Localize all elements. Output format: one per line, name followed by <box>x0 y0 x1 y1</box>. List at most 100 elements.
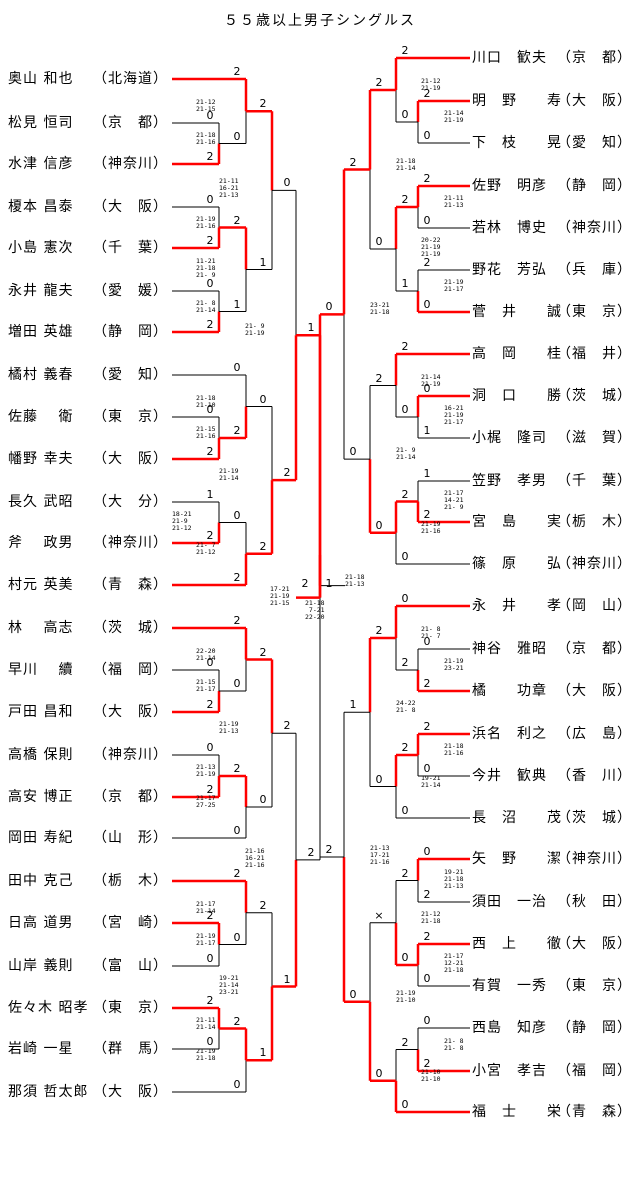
player-entry: 永 井 孝（岡 山） <box>472 597 632 615</box>
player-prefecture: （京 都） <box>93 115 168 131</box>
player-prefecture: （千 葉） <box>557 473 632 489</box>
match-score: 21-12 21-18 <box>421 909 441 925</box>
match-score: 21-12 21-15 <box>196 98 216 114</box>
player-prefecture: （広 島） <box>557 726 632 742</box>
match-result-bottom: 2 <box>423 677 431 690</box>
player-name: 林 高志 <box>8 620 74 636</box>
player-prefecture: （東 京） <box>93 409 168 425</box>
match-result-top: 2 <box>233 867 241 880</box>
player-prefecture: （富 山） <box>93 958 168 974</box>
match-result-top: 0 <box>401 592 409 605</box>
player-prefecture: （東 京） <box>557 304 632 320</box>
player-entry: 日高 道男（宮 崎） <box>8 914 168 932</box>
match-result-bottom: 0 <box>375 518 383 532</box>
player-name: 幡野 幸夫 <box>8 451 74 467</box>
match-result-top: 2 <box>259 645 267 659</box>
player-entry: 村元 英美（青 森） <box>8 576 168 594</box>
player-name: 戸田 昌和 <box>8 704 74 720</box>
player-entry: 長久 武昭（大 分） <box>8 493 168 511</box>
player-prefecture: （大 阪） <box>557 683 632 699</box>
player-name: 岩崎 一星 <box>8 1041 74 1057</box>
match-score: 21-18 21-13 <box>345 572 365 588</box>
player-prefecture: （大 阪） <box>93 451 168 467</box>
player-name: 日高 道男 <box>8 915 74 931</box>
player-entry: 若林 博史 （神奈川） <box>472 219 632 237</box>
match-score: 21-18 21-10 <box>196 393 216 409</box>
match-result-bottom: 0 <box>423 972 431 985</box>
player-name: 永 井 孝 <box>472 598 562 614</box>
player-entry: 浜名 利之（広 島） <box>472 725 632 743</box>
match-result-bottom: 2 <box>206 318 214 331</box>
match-result-bottom: 2 <box>233 424 241 437</box>
match-result-bottom: 0 <box>233 677 241 690</box>
match-result-bottom: 1 <box>259 255 267 269</box>
match-result-bottom: 0 <box>401 1098 409 1111</box>
match-score: 21-18 21-14 <box>396 156 416 172</box>
match-result-top: 2 <box>401 1035 409 1049</box>
player-entry: 篠 原 弘（神奈川） <box>472 555 632 573</box>
player-name: 小宮 孝吉 <box>472 1063 547 1079</box>
player-prefecture: （青 森） <box>557 1104 632 1120</box>
match-score: 21-11 21-13 <box>444 194 464 209</box>
player-prefecture: （東 京） <box>93 1000 168 1016</box>
player-entry: 岩崎 一星（群 馬） <box>8 1040 168 1058</box>
player-prefecture: （愛 知） <box>557 135 632 151</box>
player-prefecture: （北海道） <box>93 71 168 87</box>
match-result-top: 0 <box>423 845 431 858</box>
player-entry: 洞 口 勝（茨 城） <box>472 387 632 405</box>
match-result-bottom: 0 <box>206 1035 214 1048</box>
player-prefecture: （愛 媛） <box>93 283 168 299</box>
match-result-bottom: 2 <box>206 698 214 711</box>
match-result-top: 2 <box>423 720 431 733</box>
player-prefecture: （茨 城） <box>557 810 632 826</box>
player-entry: 高橋 保則（神奈川） <box>8 746 168 764</box>
player-prefecture: （大 阪） <box>557 93 632 109</box>
match-result-top: 2 <box>423 256 431 269</box>
player-prefecture: （茨 城） <box>557 388 632 404</box>
match-score: 21- 8 21- 8 <box>444 1036 464 1052</box>
match-result-top: 2 <box>283 719 291 733</box>
player-name: 増田 英雄 <box>8 324 74 340</box>
player-entry: 明 野 寿（大 阪） <box>472 92 632 110</box>
player-entry: 増田 英雄（静 岡） <box>8 323 168 341</box>
match-score: 18-21 21-9 21-12 <box>172 509 192 532</box>
player-prefecture: （青 森） <box>93 577 168 593</box>
match-result-bottom: 2 <box>423 1057 431 1070</box>
match-result-bottom: 2 <box>423 888 431 901</box>
match-result-bottom: 2 <box>206 234 214 247</box>
match-score: 21-14 21-19 <box>421 372 441 388</box>
match-score: 21-19 23-21 <box>444 657 464 672</box>
player-prefecture: （神奈川） <box>557 220 632 236</box>
match-result-bottom: 2 <box>206 445 214 458</box>
match-score: 21-19 21-16 <box>196 214 216 230</box>
player-name: 佐藤 衛 <box>8 409 74 425</box>
player-prefecture: （大 阪） <box>557 936 632 952</box>
match-result-bottom: 1 <box>401 277 409 290</box>
player-name: 長久 武昭 <box>8 494 74 510</box>
match-result-top: × <box>374 908 384 922</box>
final-result-left: 2 <box>301 577 309 590</box>
player-entry: 神谷 雅昭（京 都） <box>472 640 632 658</box>
player-name: 若林 博史 <box>472 220 547 236</box>
match-result-top: 2 <box>259 97 267 111</box>
player-prefecture: （福 井） <box>557 346 632 362</box>
match-score: 19-21 21-14 <box>421 773 441 789</box>
player-entry: 佐野 明彦（静 岡） <box>472 177 632 195</box>
player-entry: 菅 井 誠（東 京） <box>472 303 632 321</box>
player-name: 小島 憲次 <box>8 240 74 256</box>
player-name: 須田 一治 <box>472 894 547 910</box>
player-entry: 小梶 隆司（滋 賀） <box>472 429 632 447</box>
player-name: 長 沼 茂 <box>472 810 562 826</box>
player-prefecture: （福 岡） <box>93 662 168 678</box>
player-name: 福 士 栄 <box>472 1104 562 1120</box>
player-prefecture: （愛 知） <box>93 367 168 383</box>
player-name: 榎本 昌泰 <box>8 199 74 215</box>
match-result-top: 2 <box>233 762 241 775</box>
player-entry: 戸田 昌和（大 阪） <box>8 703 168 721</box>
player-entry: 今井 歓典（香 川） <box>472 767 632 785</box>
match-score: 21-17 21-14 <box>196 899 216 915</box>
player-name: 高橋 保則 <box>8 747 74 763</box>
match-result-top: 1 <box>349 698 357 712</box>
match-result-top: 2 <box>401 487 409 501</box>
match-result-bottom: 2 <box>283 466 291 480</box>
